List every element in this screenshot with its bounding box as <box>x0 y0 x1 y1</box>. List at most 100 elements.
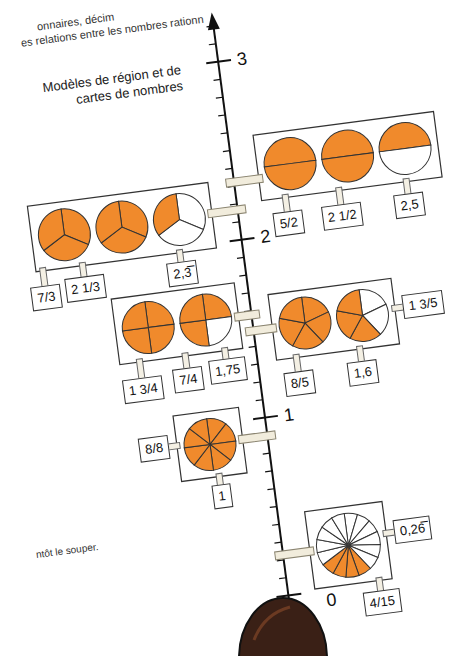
card-value: 4/15 <box>369 592 396 613</box>
axis-tick <box>239 275 246 277</box>
circle-sector <box>122 328 151 357</box>
circle-sector <box>335 290 363 319</box>
card-value: 8/8 <box>144 439 164 459</box>
card-value: 2,3̅ <box>172 263 192 283</box>
card-value: 1 <box>217 487 227 506</box>
fraction-circle <box>276 294 334 352</box>
number-card: 1,75 <box>208 356 248 385</box>
axis-tick <box>221 132 228 134</box>
circle-sector <box>177 294 206 323</box>
card-value: 0,26̅ <box>399 519 426 540</box>
circle-sector <box>202 291 231 320</box>
tape-strip <box>238 431 276 444</box>
axis-tick <box>263 453 270 455</box>
circle-sector <box>119 302 148 331</box>
axis-tick <box>230 238 255 241</box>
axis-number: 2 <box>259 225 272 248</box>
circle-sector <box>180 320 209 349</box>
axis-tick <box>279 577 286 579</box>
axis-tick <box>256 399 263 401</box>
axis-tick <box>232 221 239 223</box>
circle-sector <box>379 145 434 178</box>
model-heading: Modèles de région et de cartes de nombre… <box>16 62 184 115</box>
axis-tick <box>216 97 223 99</box>
number-card: 8/8 <box>138 435 171 463</box>
axis-tick <box>251 364 258 366</box>
region-model <box>111 283 243 365</box>
model-frame <box>173 407 247 481</box>
axis-tick <box>277 594 302 597</box>
number-card: 4/15 <box>362 588 402 617</box>
number-card: 2 1/2 <box>320 202 364 231</box>
fraction-circle <box>261 134 319 192</box>
axis-tick <box>218 114 225 116</box>
axis-number: 0 <box>325 588 338 611</box>
number-card: 0,26̅ <box>392 515 432 544</box>
axis-tick <box>274 542 281 544</box>
fraction-circle <box>177 291 235 349</box>
axis-tick <box>253 381 260 383</box>
fraction-circle <box>318 127 376 185</box>
circle-sector <box>331 514 348 547</box>
fraction-circle <box>35 206 93 264</box>
number-card: 2 1/3 <box>64 274 108 303</box>
number-card: 1,6 <box>347 359 380 387</box>
axis-tick <box>237 257 244 259</box>
axis-tick <box>230 203 237 205</box>
axis-tick <box>223 150 230 152</box>
number-card: 1 <box>211 483 233 509</box>
model-frame <box>27 183 216 272</box>
hair-highlight <box>254 607 290 640</box>
model-frame <box>268 278 400 360</box>
card-value: 1 3/4 <box>128 379 159 401</box>
region-model <box>173 407 247 481</box>
tape-strip <box>207 205 246 218</box>
card-value: 2 1/3 <box>70 278 101 300</box>
axis-tick <box>249 346 256 348</box>
model-frame <box>253 111 442 200</box>
circle-sector <box>322 153 377 186</box>
circle-sector <box>145 298 174 327</box>
card-value: 7/4 <box>178 370 198 390</box>
card-value: 8/5 <box>290 373 310 393</box>
number-card: 1 3/4 <box>121 375 165 404</box>
region-model <box>305 502 393 590</box>
fraction-circle <box>312 509 384 581</box>
region-model <box>27 183 216 272</box>
axis-tick <box>270 506 277 508</box>
axis-tick <box>265 470 272 472</box>
card-value: 1,75 <box>214 360 241 381</box>
axis-arrowhead <box>206 12 220 30</box>
fraction-circle <box>119 298 177 356</box>
number-card: 5/2 <box>272 209 305 237</box>
cut-off-text: ntôt le souper. <box>35 541 99 561</box>
number-card: 2,5 <box>393 192 426 220</box>
tape-strip <box>245 324 277 336</box>
card-value: 1 3/5 <box>408 294 439 316</box>
number-card: 1 3/5 <box>401 290 445 319</box>
axis-tick <box>206 60 231 63</box>
axis-tick <box>242 292 249 294</box>
axis-tick <box>267 488 274 490</box>
circle-sector <box>264 160 319 193</box>
card-value: 1,6 <box>353 363 373 383</box>
circle-sector <box>93 201 124 243</box>
circle-sector <box>150 194 181 236</box>
axis-tick <box>207 25 214 27</box>
tape-strip <box>226 174 264 187</box>
model-frame <box>305 502 393 590</box>
head-hair <box>239 598 327 656</box>
number-card: 7/4 <box>172 366 205 394</box>
card-value: 2 1/2 <box>327 205 358 227</box>
circle-sector <box>277 297 305 326</box>
region-model <box>268 278 400 360</box>
card-value: 7/3 <box>36 287 56 307</box>
card-value: 5/2 <box>279 213 299 233</box>
card-value: 2,5 <box>399 195 419 215</box>
fraction-circle <box>181 415 239 473</box>
fraction-circle <box>333 286 391 344</box>
fraction-circle <box>93 198 151 256</box>
